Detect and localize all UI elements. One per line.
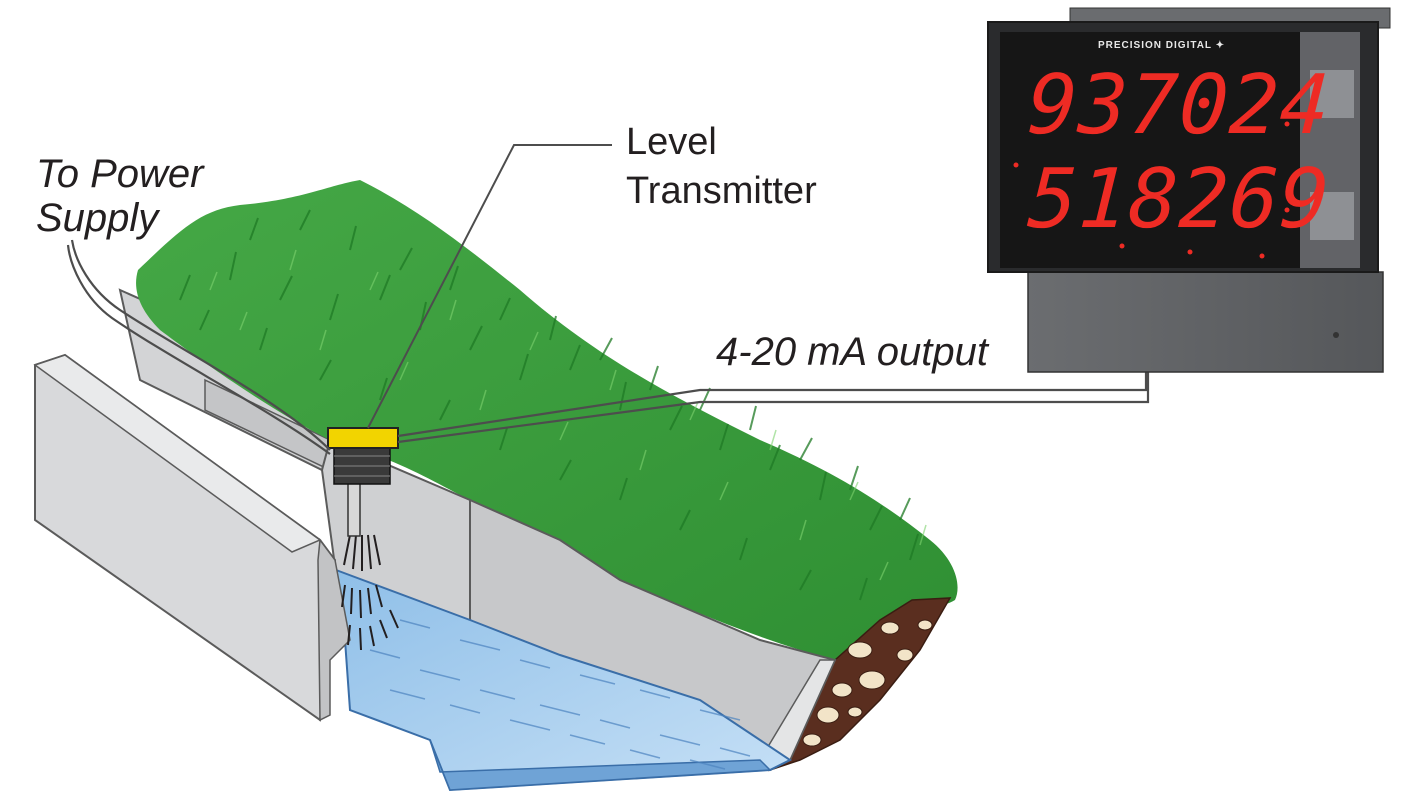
level-transmitter-label-line2: Transmitter [626,170,817,212]
output-label: 4-20 mA output [716,330,989,374]
level-transmitter-leader [367,144,612,429]
display-meter [987,7,1391,373]
display-reading-bottom: 518269 [1025,152,1333,247]
soil-section [768,597,952,772]
front-wall [33,353,351,722]
level-transmitter-label: Level Transmitter [626,118,817,216]
display-brand: PRECISION DIGITAL ✦ [1098,40,1226,51]
water-channel [334,568,792,792]
ultrasonic-beam [341,534,399,651]
level-transmitter-label-line1: Level [626,121,717,163]
power-supply-label-line1: To Power [36,152,204,196]
grass-bank [136,180,958,660]
power-supply-label: To Power Supply [36,152,204,240]
display-reading-top: 937024 [1025,58,1333,153]
level-transmitter [327,427,399,537]
power-supply-label-line2: Supply [36,196,159,240]
